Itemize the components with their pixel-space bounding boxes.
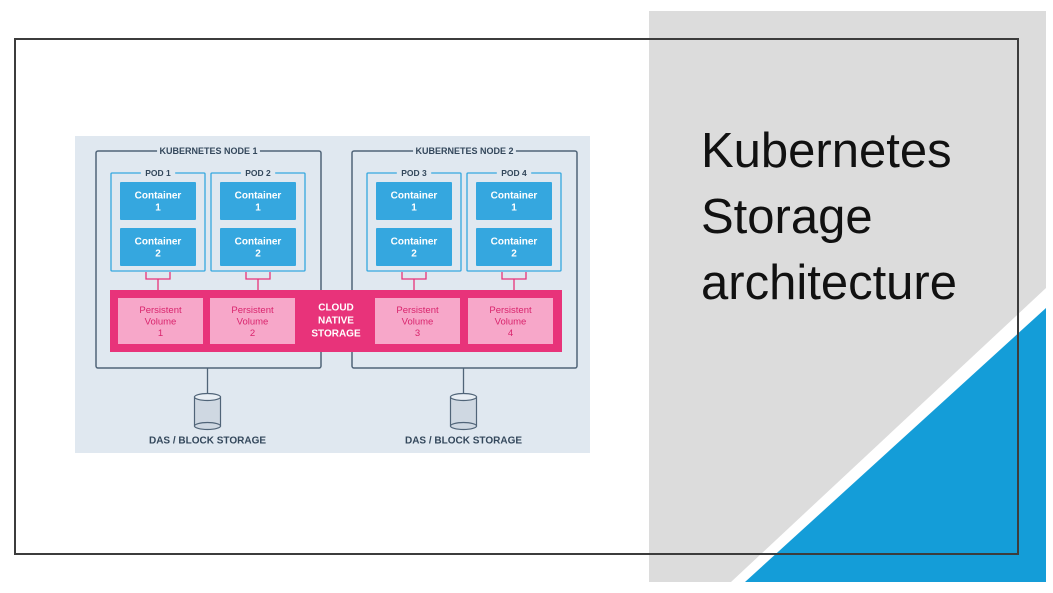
persistent-volume-box xyxy=(210,298,295,344)
pod-label: POD 3 xyxy=(401,168,427,178)
title-line: Kubernetes xyxy=(701,124,952,178)
disk-cylinder-top xyxy=(449,392,478,402)
pod-label: POD 1 xyxy=(145,168,171,178)
slide-frame xyxy=(14,38,1019,555)
container-box xyxy=(376,182,452,220)
disk-cylinder-body xyxy=(193,396,222,427)
persistent-volume-box xyxy=(118,298,203,344)
pod-label-bg xyxy=(140,167,176,179)
kubernetes-node-label: KUBERNETES NODE 2 xyxy=(415,146,513,156)
persistent-volume-box xyxy=(468,298,553,344)
container-box xyxy=(476,228,552,266)
blue-corner-triangle xyxy=(745,308,1046,582)
pod-label-bg xyxy=(240,167,276,179)
pod-label-bg xyxy=(496,167,532,179)
pod-label: POD 4 xyxy=(501,168,527,178)
slide-title: Kubernetes Storage architecture xyxy=(701,118,1021,316)
pod-label: POD 2 xyxy=(245,168,271,178)
container-box xyxy=(220,228,296,266)
disk-cylinder-bottom xyxy=(193,421,222,431)
disk-cylinder-bottom xyxy=(449,421,478,431)
das-block-storage-label: DAS / BLOCK STORAGE xyxy=(149,436,266,447)
title-line: Storage xyxy=(701,190,873,244)
kubernetes-node-label-bg xyxy=(157,145,260,157)
das-block-storage-label: DAS / BLOCK STORAGE xyxy=(405,436,522,447)
container-box xyxy=(376,228,452,266)
container-box xyxy=(120,182,196,220)
disk-cylinder-top xyxy=(193,392,222,402)
container-box xyxy=(220,182,296,220)
disk-cylinder-body xyxy=(449,396,478,427)
container-box xyxy=(476,182,552,220)
pod-label-bg xyxy=(396,167,432,179)
kubernetes-node-label-bg xyxy=(413,145,516,157)
kubernetes-node-label: KUBERNETES NODE 1 xyxy=(159,146,257,156)
persistent-volume-box xyxy=(375,298,460,344)
container-box xyxy=(120,228,196,266)
title-line: architecture xyxy=(701,256,958,310)
